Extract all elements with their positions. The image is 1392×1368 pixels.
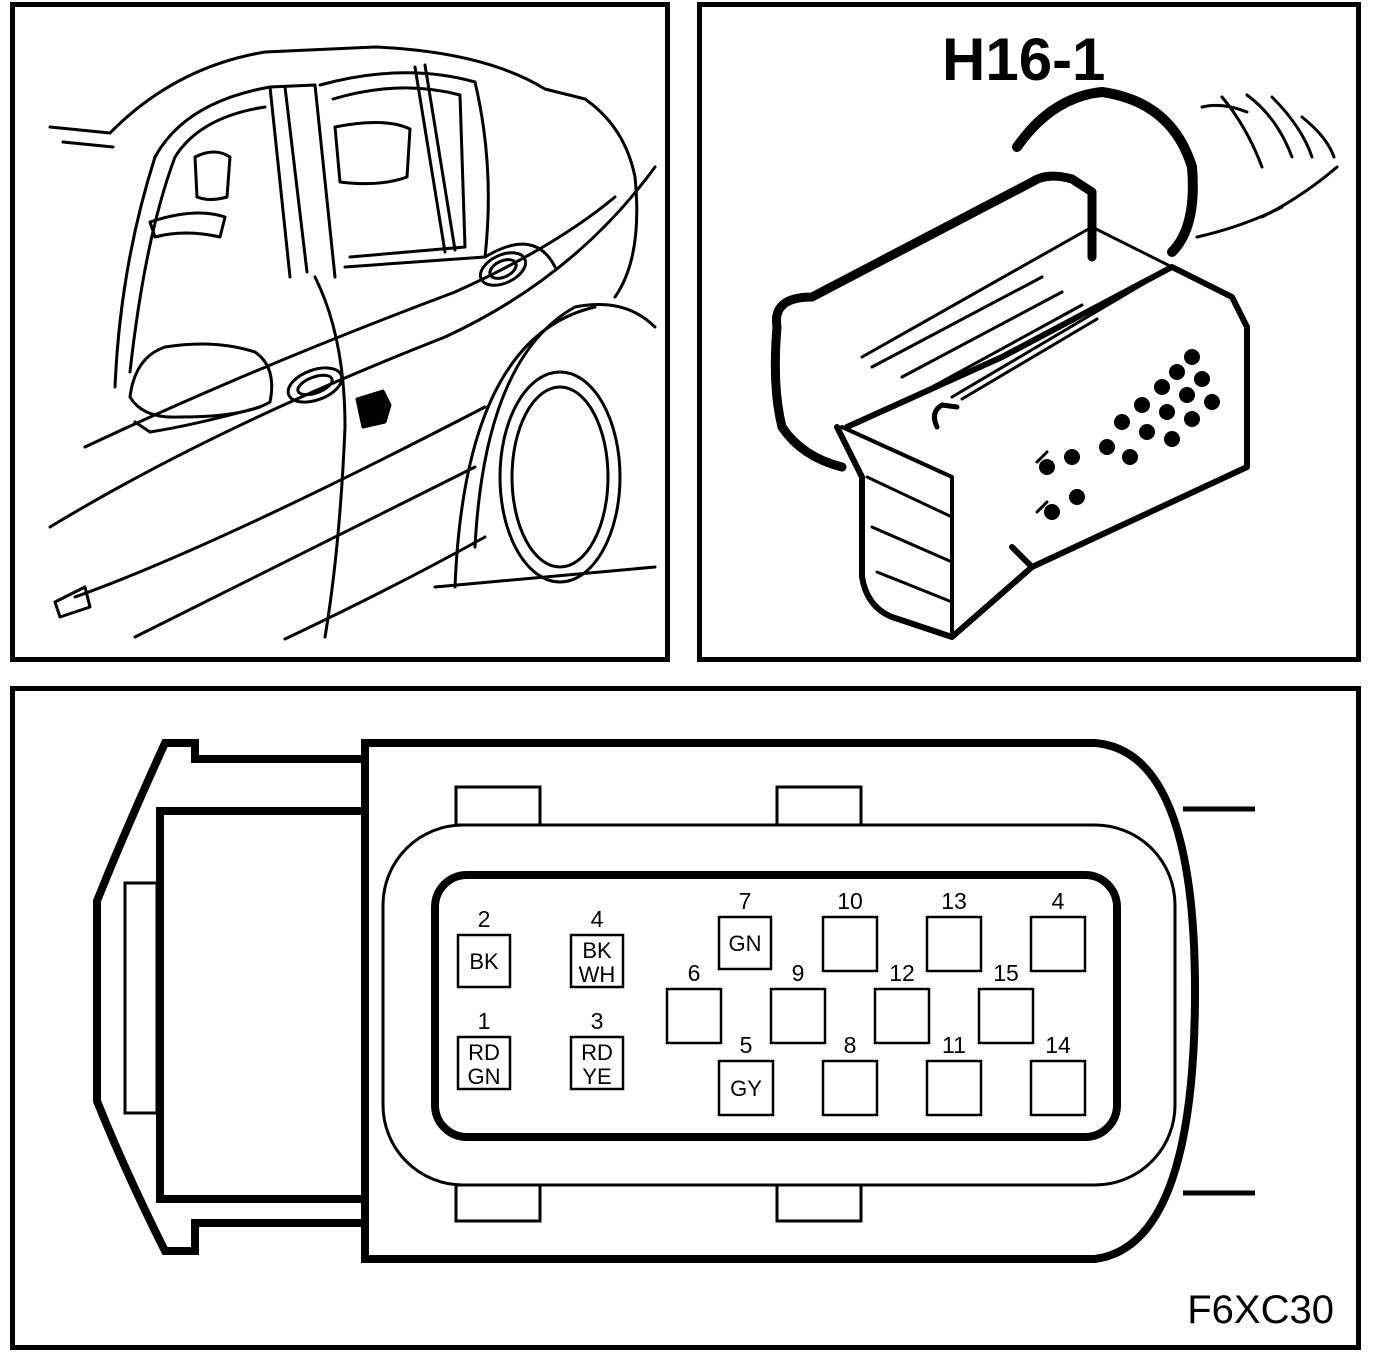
- pin-number: 10: [837, 888, 863, 914]
- vehicle-location-panel: [10, 2, 670, 662]
- pin-14-cavity: 14: [1029, 1032, 1087, 1117]
- pin-box: [1029, 915, 1087, 973]
- vehicle-door-illustration: [48, 45, 657, 641]
- wire-color-label: RD: [468, 1040, 500, 1065]
- pin-4-cavity: 4: [1029, 888, 1087, 973]
- wire-color-label: BK: [469, 949, 499, 974]
- pin-number: 1: [478, 1008, 491, 1034]
- wire-color-label: BK: [582, 938, 612, 963]
- wire-color-label: GY: [730, 1076, 762, 1101]
- pin-box: [873, 987, 931, 1045]
- pin-number: 6: [688, 960, 701, 986]
- pin-number: 7: [739, 888, 752, 914]
- pin-15-cavity: 15: [977, 960, 1035, 1045]
- pin-box: [569, 933, 625, 989]
- pin-box: [717, 915, 773, 971]
- pin-number: 2: [478, 906, 491, 932]
- pin-box: [821, 1059, 879, 1117]
- pin-6-cavity: 6: [665, 960, 723, 1045]
- pin-box: [717, 1059, 775, 1117]
- pin-number: 11: [942, 1032, 966, 1058]
- pin-box: [456, 1035, 512, 1091]
- pin-10-cavity: 10: [821, 888, 879, 973]
- pin-box: [769, 987, 827, 1045]
- pin-5-cavity: 5GY: [717, 1032, 775, 1117]
- pin-7-cavity: 7GN: [717, 888, 773, 971]
- pin-number: 8: [844, 1032, 857, 1058]
- pin-2-cavity: 2BK: [456, 906, 512, 989]
- pin-number: 5: [740, 1032, 753, 1058]
- wire-color-label: RD: [581, 1040, 613, 1065]
- pin-11-cavity: 11: [925, 1032, 983, 1117]
- pin-box: [821, 915, 879, 973]
- pin-box: [925, 915, 983, 973]
- connector-photo-panel: H16-1: [697, 2, 1361, 662]
- pin-9-cavity: 9: [769, 960, 827, 1045]
- wire-color-label: WH: [579, 962, 616, 987]
- pin-number: 4: [591, 906, 604, 932]
- pin-number: 15: [993, 960, 1019, 986]
- pin-number: 14: [1045, 1032, 1071, 1058]
- pin-box: [977, 987, 1035, 1045]
- wire-color-label: GN: [468, 1064, 501, 1089]
- figure-code: F6XC30: [1187, 1288, 1334, 1332]
- pin-8-cavity: 8: [821, 1032, 879, 1117]
- wire-color-label: GN: [729, 931, 762, 956]
- pin-box: [665, 987, 723, 1045]
- pin-box: [925, 1059, 983, 1117]
- pin-number: 13: [941, 888, 967, 914]
- pin-box: [456, 933, 512, 989]
- pin-number: 12: [889, 960, 915, 986]
- pin-box: [569, 1035, 625, 1091]
- pin-number: 3: [591, 1008, 604, 1034]
- pin-12-cavity: 12: [873, 960, 931, 1045]
- pin-box: [1029, 1059, 1087, 1117]
- connector-title: H16-1: [942, 26, 1106, 93]
- pin-number: 9: [792, 960, 805, 986]
- wire-color-label: YE: [582, 1064, 611, 1089]
- pin-number: 4: [1052, 888, 1065, 914]
- connector-illustration: [770, 87, 1339, 640]
- pin-13-cavity: 13: [925, 888, 983, 973]
